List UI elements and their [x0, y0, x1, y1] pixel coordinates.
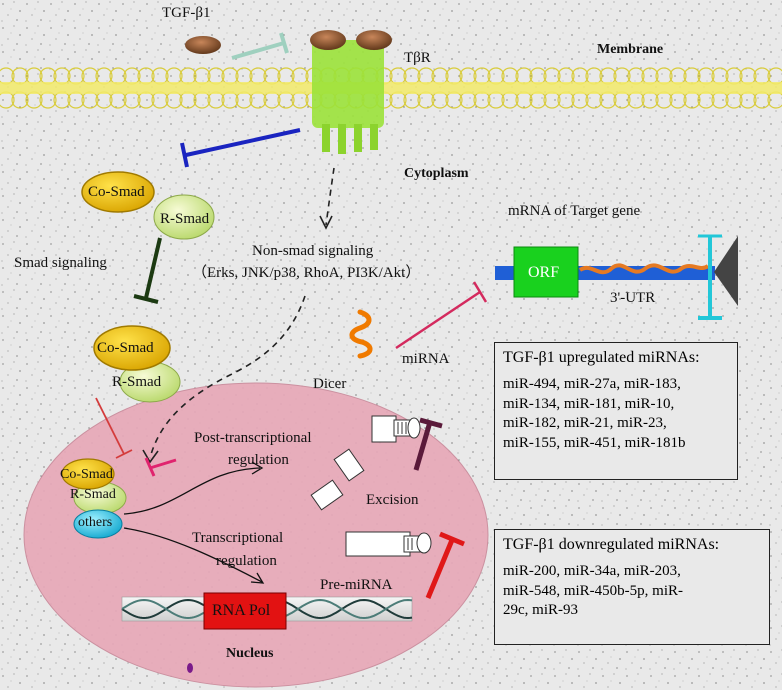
upregulated-line: miR-494, miR-27a, miR-183,: [503, 376, 681, 392]
hairpin-structure-top: [371, 415, 421, 443]
smad-red-inhibition-arrow: [95, 397, 133, 459]
mrna-title: mRNA of Target gene: [508, 203, 641, 219]
nucleus-label: Nucleus: [226, 646, 274, 661]
smad-dark-green-inhibition-arrow: [133, 237, 162, 304]
upregulated-line: miR-134, miR-181, miR-10,: [503, 395, 675, 412]
tgf-beta-label: TGF-β1: [162, 5, 211, 21]
upregulated-line: miR-155, miR-451, miR-181b: [503, 434, 686, 451]
hairpin-structure-bottom: [345, 531, 432, 557]
mirna-label: miRNA: [402, 351, 450, 367]
downregulated-mirna-box: TGF-β1 downregulated miRNAs: miR-200, mi…: [494, 529, 770, 645]
nonsmad-title: Non-smad signaling: [252, 243, 374, 259]
excision-label: Excision: [366, 492, 419, 508]
pre-mirna-inhibition-arrow: [425, 531, 465, 599]
upregulated-mirna-box: TGF-β1 upregulated miRNAs: miR-494, miR-…: [494, 342, 738, 480]
co-smad-label-1: Co-Smad: [88, 184, 145, 200]
receptor-label: TβR: [404, 50, 431, 66]
nonsmad-to-nucleus-dashed-arrow: [142, 295, 306, 464]
pink-inhibition-arrow: [144, 457, 177, 477]
smad-complex-top: [81, 171, 215, 240]
nonsmad-dashed-arrow: [319, 167, 335, 230]
purple-marker: [187, 663, 193, 673]
others-label: others: [78, 515, 113, 530]
co-smad-label-3: Co-Smad: [60, 467, 113, 482]
utr-label: 3'-UTR: [610, 290, 656, 306]
rna-pol-box: [203, 592, 287, 630]
post-transcriptional-label-2: regulation: [228, 452, 289, 468]
transcriptional-arrow: [123, 527, 265, 584]
membrane-label: Membrane: [597, 42, 664, 57]
downregulated-title: TGF-β1 downregulated miRNAs:: [503, 536, 720, 553]
smad-complex-middle: [93, 325, 181, 403]
transcriptional-label-2: regulation: [216, 553, 277, 569]
post-transcriptional-arrow: [123, 461, 264, 515]
excision-inhibition-arrow: [413, 417, 443, 471]
co-smad-label-2: Co-Smad: [97, 340, 154, 356]
downregulated-line: miR-548, miR-450b-5p, miR-: [503, 582, 683, 599]
transcriptional-label-1: Transcriptional: [192, 530, 284, 546]
mirna-icon: [349, 309, 373, 359]
r-smad-label-2: R-Smad: [112, 374, 162, 390]
r-smad-label-3: R-Smad: [70, 487, 116, 502]
membrane-bilayer: [0, 67, 782, 109]
hairpin-cut-pieces: [310, 448, 365, 511]
upregulated-title: TGF-β1 upregulated miRNAs:: [503, 349, 700, 366]
pre-mirna-label: Pre-miRNA: [320, 577, 393, 593]
orf-label: ORF: [528, 264, 560, 281]
dicer-label: Dicer: [313, 376, 347, 392]
cytoplasm-label: Cytoplasm: [404, 166, 469, 181]
downregulated-line: 29c, miR-93: [503, 602, 578, 618]
receptor-smad-inhibition-arrow: [180, 128, 301, 168]
upregulated-line: miR-182, miR-21, miR-23,: [503, 415, 667, 431]
tgf-beta-receptor: [310, 30, 392, 154]
tgf-beta-ligand: [185, 36, 221, 54]
smad-signaling-label: Smad signaling: [14, 255, 107, 271]
downregulated-line: miR-200, miR-34a, miR-203,: [503, 563, 681, 579]
rna-pol-label: RNA Pol: [212, 602, 271, 619]
mrna-target-gene: [495, 234, 738, 320]
mirna-inhibition-arrow: [395, 281, 488, 350]
r-smad-label-1: R-Smad: [160, 211, 210, 227]
ligand-inhibition-arrow: [231, 32, 289, 60]
nonsmad-detail: （Erks, JNK/p38, RhoA, PI3K/Akt）: [192, 265, 421, 281]
smad-complex-nucleus: [61, 458, 127, 539]
post-transcriptional-label-1: Post-transcriptional: [194, 430, 312, 446]
